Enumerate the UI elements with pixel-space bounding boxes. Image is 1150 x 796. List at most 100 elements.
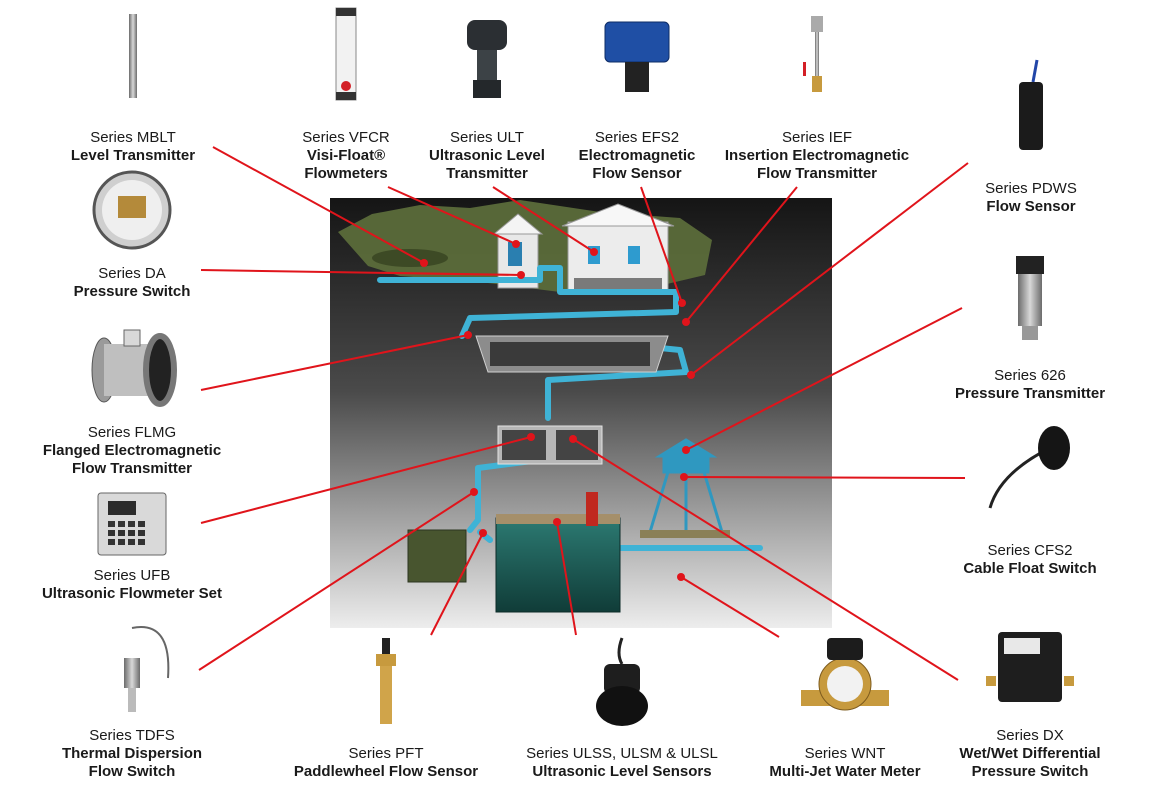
product-name: Flow Sensor	[592, 165, 682, 182]
product-name: Flow Switch	[88, 763, 176, 780]
product-name: Pressure Switch	[73, 283, 191, 300]
leader-line-ulss	[556, 521, 577, 636]
product-name: Flow Sensor	[986, 198, 1076, 215]
leader-line-ufb	[200, 436, 532, 524]
pump-house-small	[492, 213, 544, 289]
thermal-probe-icon	[124, 626, 170, 712]
leader-dot-ief	[682, 318, 690, 326]
leader-dot-vfcr	[512, 240, 520, 248]
product-name: Flow Transmitter	[756, 165, 878, 182]
keypad-meter-icon	[97, 492, 167, 556]
series-name: Series TDFS	[89, 727, 175, 744]
leader-line-s626	[685, 307, 963, 451]
product-icons	[91, 7, 1074, 726]
pressure-transmitter-icon	[1016, 256, 1044, 340]
dial-switch-icon	[92, 170, 172, 250]
series-name: Series DX	[996, 727, 1064, 744]
leader-dot-pft	[479, 529, 487, 537]
leader-line-pdws	[690, 162, 969, 376]
blue-box-sensor-icon	[604, 21, 670, 92]
leader-dot-da	[517, 271, 525, 279]
series-name: Series 626	[994, 367, 1066, 384]
product-name: Flow Transmitter	[71, 460, 193, 477]
series-name: Series IEF	[781, 129, 853, 146]
leader-line-efs2	[640, 186, 683, 304]
ultrasonic-transmitter-icon	[467, 20, 507, 98]
product-name: Flowmeters	[304, 165, 388, 182]
level-transmitter-rod-icon	[129, 14, 137, 98]
leader-line-dx	[572, 438, 959, 681]
flanged-pipe-icon	[91, 329, 177, 407]
product-name: Thermal Dispersion	[61, 745, 203, 762]
leader-dot-ufb	[527, 433, 535, 441]
series-name: Series EFS2	[594, 129, 680, 146]
filter-beds	[497, 425, 603, 465]
series-name: Series UFB	[93, 567, 171, 584]
water-meter-icon	[801, 638, 889, 711]
equipment-block	[407, 529, 467, 583]
leader-line-ult	[492, 186, 595, 253]
product-name: Transmitter	[446, 165, 528, 182]
leader-line-pft	[430, 532, 484, 636]
leader-dot-s626	[682, 446, 690, 454]
leader-line-tdfs	[198, 491, 475, 671]
leader-dot-cfs2	[680, 473, 688, 481]
leader-line-da	[200, 269, 522, 276]
settling-basin	[475, 335, 669, 373]
series-name: Series MBLT	[90, 129, 176, 146]
leader-line-flmg	[200, 334, 469, 391]
product-name: Wet/Wet Differential	[959, 745, 1101, 762]
product-name: Insertion Electromagnetic	[724, 147, 910, 164]
leader-line-ief	[685, 186, 798, 323]
product-name: Ultrasonic Level Sensors	[532, 763, 712, 780]
leader-dot-ult	[590, 248, 598, 256]
leader-dot-wnt	[677, 573, 685, 581]
series-name: Series VFCR	[302, 129, 390, 146]
insertion-probe-icon	[803, 16, 823, 92]
ultrasonic-sensor-icon	[596, 637, 648, 726]
leader-dot-efs2	[678, 299, 686, 307]
series-name: Series ULSS, ULSM & ULSL	[526, 745, 718, 762]
leader-dot-mblt	[420, 259, 428, 267]
leader-dot-dx	[569, 435, 577, 443]
product-name: Pressure Switch	[971, 763, 1089, 780]
product-name: Ultrasonic Flowmeter Set	[41, 585, 223, 602]
product-name: Ultrasonic Level	[429, 147, 545, 164]
series-name: Series CFS2	[987, 542, 1073, 559]
product-name: Electromagnetic	[578, 147, 696, 164]
leader-dot-pdws	[687, 371, 695, 379]
product-name: Cable Float Switch	[963, 560, 1097, 577]
leader-dot-ulss	[553, 518, 561, 526]
series-name: Series DA	[98, 265, 166, 282]
product-name: Flanged Electromagnetic	[42, 442, 222, 459]
series-name: Series PFT	[348, 745, 424, 762]
leader-line-wnt	[680, 576, 780, 638]
product-name: Level Transmitter	[70, 147, 196, 164]
leader-line-cfs2	[683, 476, 966, 479]
series-name: Series FLMG	[87, 424, 177, 441]
paddlewheel-sensor-icon	[376, 638, 396, 724]
float-switch-icon	[988, 426, 1070, 509]
reservoir	[372, 249, 448, 267]
leader-dot-tdfs	[470, 488, 478, 496]
product-name: Visi-Float®	[306, 147, 386, 164]
flowmeter-tube-icon	[335, 7, 357, 101]
differential-switch-icon	[986, 632, 1074, 702]
leader-line-vfcr	[387, 186, 517, 245]
series-name: Series WNT	[804, 745, 886, 762]
